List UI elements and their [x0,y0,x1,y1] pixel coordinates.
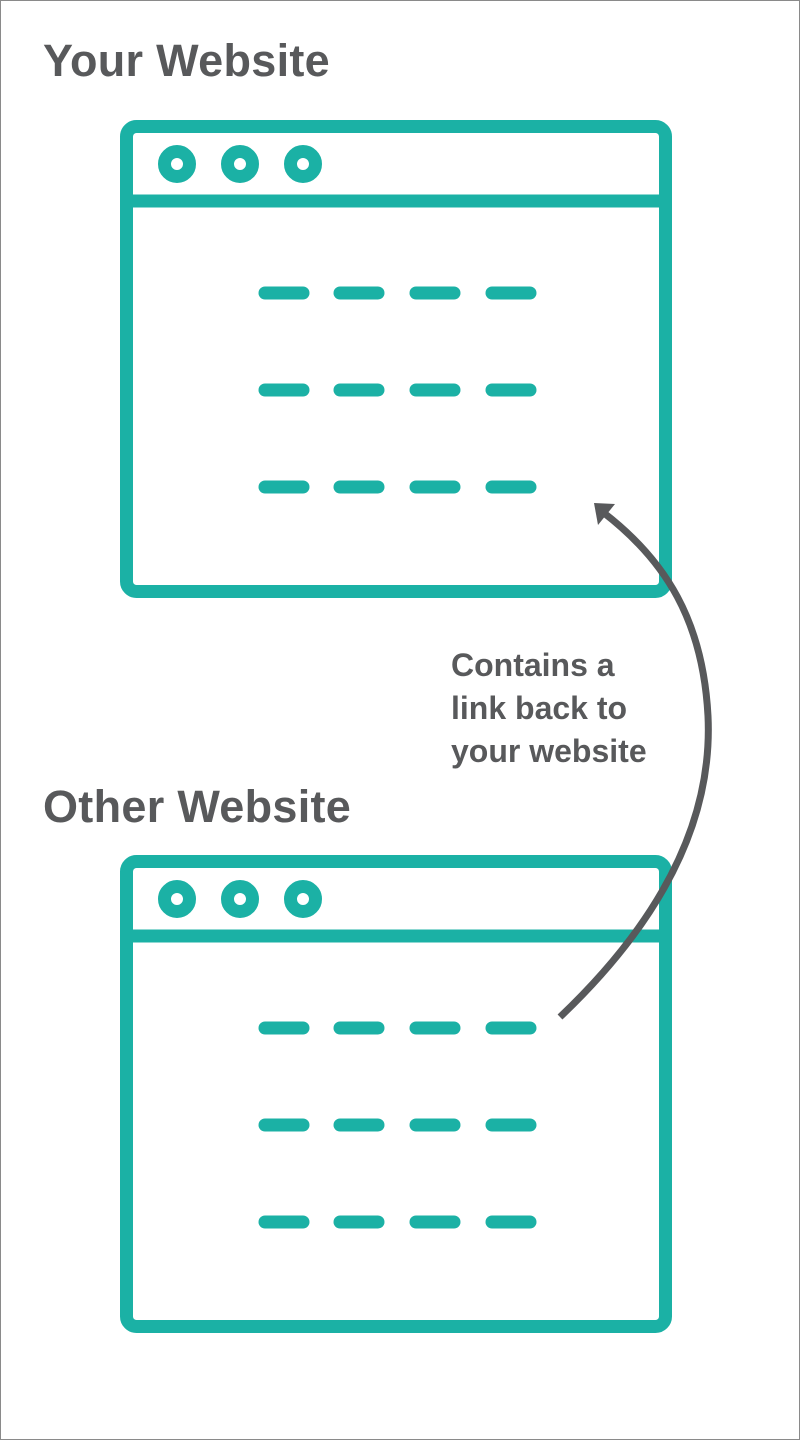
window-dot-icon [158,145,196,183]
link-annotation-line-1: Contains a [451,647,615,683]
window-control-dots [158,880,322,918]
window-dot-icon [221,880,259,918]
other-website-browser-window-icon [120,855,672,1333]
arrow-head [594,503,615,525]
window-dot-icon [158,880,196,918]
window-frame [120,120,672,598]
text-placeholder-lines [258,286,537,494]
link-annotation: Contains a link back to your website [451,644,647,773]
curved-arrow-icon [557,503,712,1020]
link-annotation-line-2: link back to [451,690,628,726]
window-dot-icon [284,145,322,183]
your-website-browser-window-icon [120,120,672,598]
window-frame [120,855,672,1333]
window-dot-icon [221,145,259,183]
your-website-title: Your Website [43,35,330,86]
window-control-dots [158,145,322,183]
text-placeholder-lines [258,1021,537,1229]
link-annotation-line-3: your website [451,733,647,769]
other-website-title: Other Website [43,781,352,832]
arrow-curve [557,510,712,1020]
window-dot-icon [284,880,322,918]
